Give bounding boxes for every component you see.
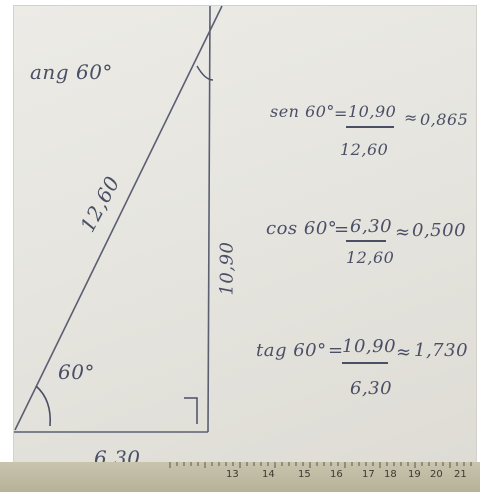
ruler-label-21: 21 (454, 469, 467, 480)
angle-arc-60 (35, 385, 52, 427)
opposite-length: 10,90 (216, 241, 238, 296)
sine-denominator: 12,60 (340, 140, 389, 159)
tangent-denominator: 6,30 (350, 378, 393, 399)
ruler-label-20: 20 (430, 469, 443, 480)
ruler-graduations (169, 462, 472, 468)
cosine-fraction-bar (346, 240, 386, 242)
notebook-page (14, 6, 476, 462)
ruler-label-17: 17 (362, 469, 375, 480)
tangent-approx: ≈ (396, 342, 412, 363)
sine-approx: ≈ (404, 108, 418, 127)
tangent-numerator: 10,90 (342, 336, 397, 357)
angle-note: ang 60° (30, 60, 113, 84)
tangent-fraction-bar (342, 362, 388, 364)
ruler-label-18: 18 (384, 469, 397, 480)
tangent-lhs: tag 60° (256, 340, 327, 361)
cosine-equals: = (334, 219, 350, 240)
cosine-lhs: cos 60° (266, 218, 338, 239)
cosine-denominator: 12,60 (346, 248, 395, 267)
sine-equals: = (334, 104, 348, 123)
ruler-label-16: 16 (330, 469, 343, 480)
ruler-label-14: 14 (262, 469, 275, 480)
cosine-numerator: 6,30 (350, 216, 393, 237)
angle-at-vertex: 60° (58, 360, 95, 384)
ruler-label-15: 15 (298, 469, 311, 480)
sine-result: 0,865 (420, 110, 469, 129)
top-angle-arc (196, 65, 214, 81)
triangle-hypotenuse (14, 5, 223, 431)
cosine-result: 0,500 (412, 220, 467, 241)
right-angle-mark (184, 397, 198, 424)
triangle-vertical-side (207, 5, 211, 433)
sine-numerator: 10,90 (348, 102, 397, 121)
sine-lhs: sen 60° (270, 102, 335, 121)
ruler-label-19: 19 (408, 469, 421, 480)
tangent-equals: = (328, 340, 344, 361)
tangent-result: 1,730 (414, 340, 469, 361)
cosine-approx: ≈ (395, 222, 411, 243)
ruler: 13 14 15 16 17 18 19 20 21 (0, 462, 480, 492)
sine-fraction-bar (346, 126, 394, 128)
ruler-label-13: 13 (226, 469, 239, 480)
ruler-tick-marks (169, 462, 472, 468)
